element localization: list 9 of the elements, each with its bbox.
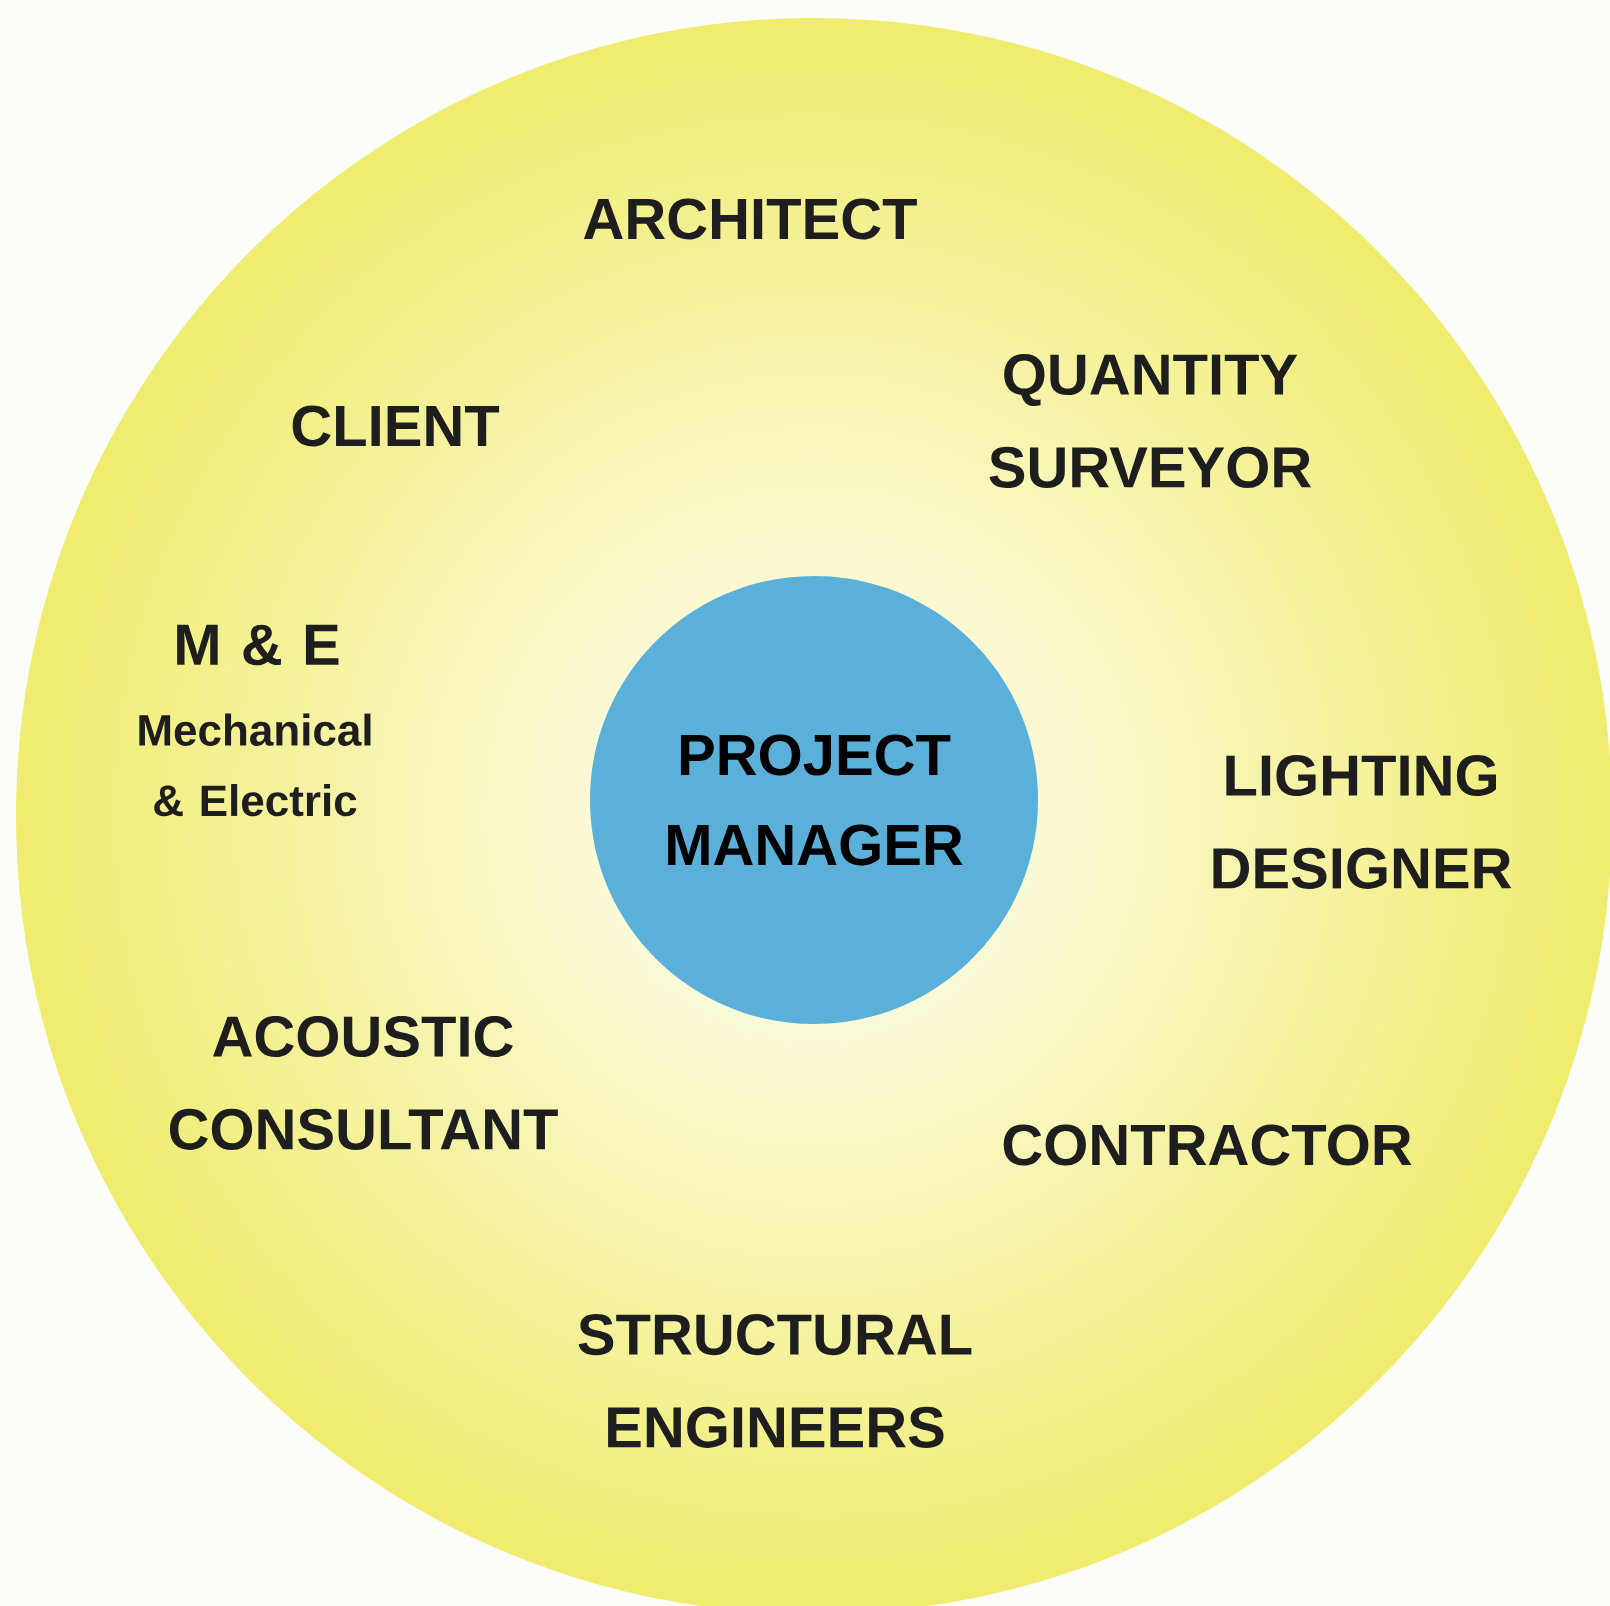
role-label: ACOUSTIC CONSULTANT <box>169 1016 558 1150</box>
role-label: M & E <box>177 624 339 666</box>
role-label: LIGHTING DESIGNER <box>1213 755 1512 889</box>
role-label: CONTRACTOR <box>1003 1124 1412 1166</box>
role-label: STRUCTURAL ENGINEERS <box>578 1314 972 1448</box>
role-label: CLIENT <box>292 405 500 447</box>
role-label: Mechanical & Electric <box>139 713 371 817</box>
role-label: QUANTITY SURVEYOR <box>989 354 1312 488</box>
role-label: ARCHITECT <box>583 198 917 240</box>
